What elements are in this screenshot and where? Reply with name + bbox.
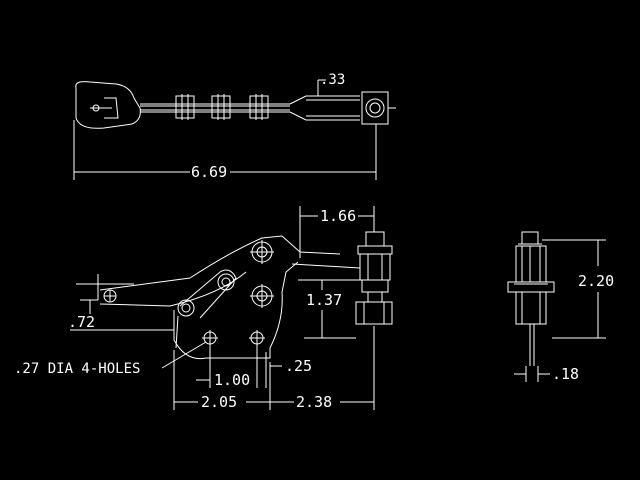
dim-overall-length: 6.69 [191, 163, 227, 181]
dim-end-height: 2.20 [578, 272, 614, 290]
dim-base-left: 2.05 [201, 393, 237, 411]
dim-base-right: 2.38 [296, 393, 332, 411]
dim-side-top-offset: 1.66 [320, 207, 356, 225]
dim-side-height: 1.37 [306, 291, 342, 309]
dim-hole-edge: .25 [285, 357, 312, 375]
end-view: 2.20 .18 [507, 231, 614, 383]
dim-end-width: .18 [552, 365, 579, 383]
top-view-handle [75, 81, 141, 129]
side-view: 1.66 1.37 .72 .27 DIA 4-HOLES 1.00 .25 2… [14, 206, 393, 411]
dim-hole-spacing: 1.00 [214, 371, 250, 389]
top-view: .33 6.69 [73, 72, 396, 181]
side-view-spindle [355, 231, 393, 325]
hole-spec-label: .27 DIA 4-HOLES [14, 361, 140, 377]
side-view-mount-holes [202, 330, 265, 346]
side-view-lever [99, 235, 341, 291]
dim-top-thickness: .33 [320, 72, 345, 88]
side-view-base [173, 261, 299, 360]
top-view-pivot-blocks [175, 94, 269, 120]
dim-handle-offset: .72 [68, 313, 95, 331]
